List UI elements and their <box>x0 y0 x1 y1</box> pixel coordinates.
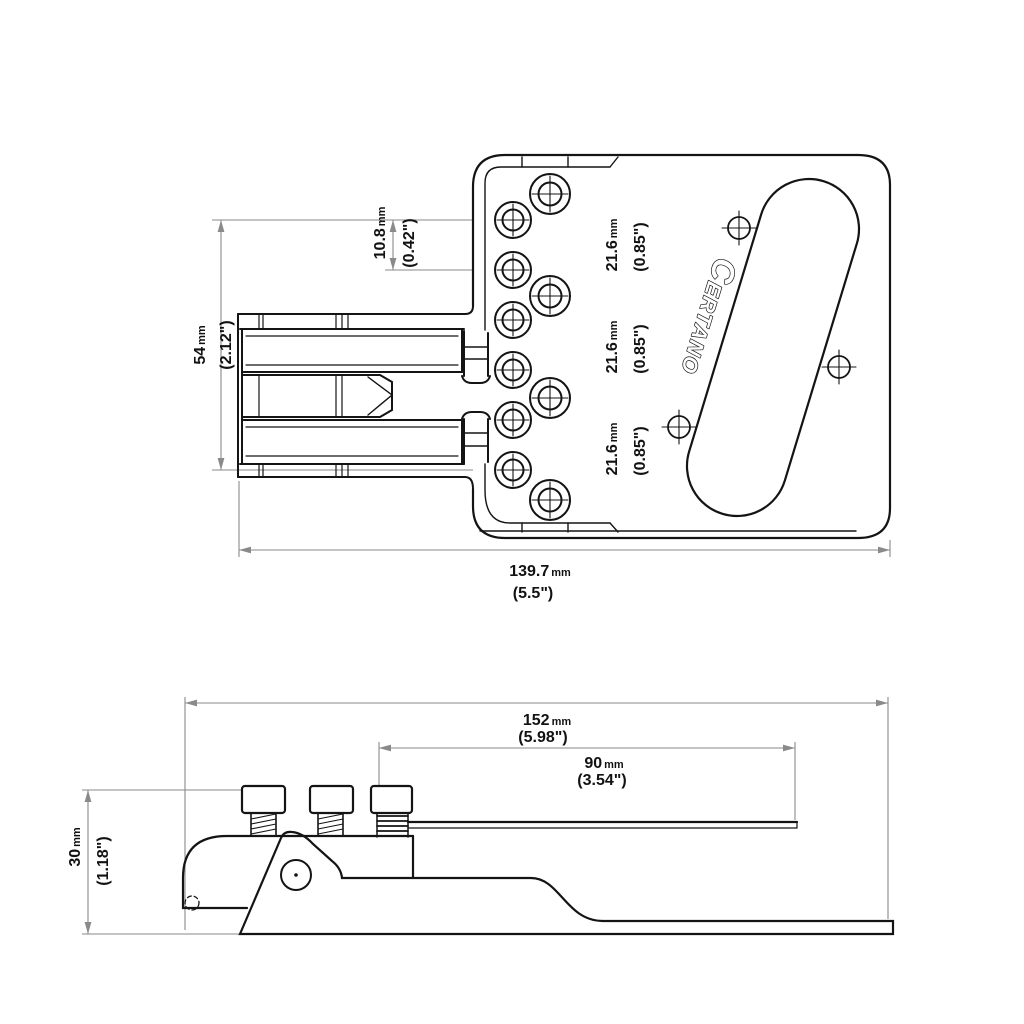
dim-value: 30 <box>67 848 84 867</box>
dim-unit: mm <box>608 218 620 239</box>
side-view-drawing <box>181 784 895 936</box>
dim-value: 152 <box>522 712 550 729</box>
pull-blade <box>406 820 799 829</box>
string-hole <box>529 377 571 419</box>
dim-label-pitch3-mm: 21.6mm <box>604 422 621 476</box>
dim-inches: (3.54") <box>577 772 627 789</box>
dim-unit: mm <box>604 759 624 771</box>
string-hole <box>529 173 571 215</box>
string-hole <box>529 275 571 317</box>
bend-ticks <box>245 313 459 478</box>
mounting-screw-holes <box>661 210 857 445</box>
dim-label-total-length-inch: (5.98") <box>518 730 567 746</box>
dim-inches: (5.5") <box>512 585 554 602</box>
lever-bracket <box>237 305 491 490</box>
dim-value: 10.8 <box>372 228 389 260</box>
hinge-knuckles <box>461 330 491 465</box>
plate-fold-lines <box>479 156 857 533</box>
string-hole <box>494 201 532 239</box>
dim-inches: (0.85") <box>632 222 649 272</box>
dim-label-hole-span-mm: 54mm <box>192 325 209 365</box>
top-view-drawing: CERTANO <box>237 153 892 540</box>
dim-label-hole-offset-inch: (0.42") <box>401 218 418 268</box>
dim-inches: (0.85") <box>632 324 649 374</box>
dim-unit: mm <box>608 422 620 443</box>
dim-inches: (2.12") <box>218 320 235 370</box>
screw-head <box>369 784 414 815</box>
dim-value: 21.6 <box>604 240 621 272</box>
dim-label-hole-offset-mm: 10.8mm <box>372 206 389 260</box>
screw-crosshair <box>721 210 757 246</box>
dim-value: 139.7 <box>509 563 550 580</box>
screw-crosshair <box>661 409 697 445</box>
dim-label-pitch3-inch: (0.85") <box>632 426 649 476</box>
dim-unit: mm <box>551 567 571 579</box>
dim-inches: (5.98") <box>518 729 568 746</box>
dim-value: 21.6 <box>604 444 621 476</box>
dim-unit: mm <box>376 206 388 227</box>
dim-label-blade-length-inch: (3.54") <box>577 773 626 789</box>
string-hole <box>494 251 532 289</box>
dim-unit: mm <box>608 320 620 341</box>
string-hole <box>494 451 532 489</box>
dim-label-total-height-mm: 30mm <box>67 827 84 867</box>
dim-unit: mm <box>71 827 83 847</box>
spring-coil <box>376 815 409 837</box>
dim-label-pitch1-inch: (0.85") <box>632 222 649 272</box>
dim-label-total-height-inch: (1.18") <box>95 836 112 886</box>
dim-label-pitch2-inch: (0.85") <box>632 324 649 374</box>
string-hole <box>529 479 571 521</box>
screw-head <box>308 784 355 815</box>
dim-value: 54 <box>192 346 209 365</box>
hidden-hole-dashed <box>184 895 200 911</box>
pivot-hole <box>280 859 312 891</box>
screw <box>240 784 287 837</box>
pickup-slot <box>685 177 861 518</box>
screw-head <box>240 784 287 815</box>
dim-inches: (0.42") <box>401 218 418 268</box>
string-holes-right-column <box>529 173 571 521</box>
string-holes-left-column <box>494 201 532 489</box>
screw <box>308 784 355 837</box>
dim-label-pitch1-mm: 21.6mm <box>604 218 621 272</box>
dim-unit: mm <box>551 716 572 728</box>
dim-inches: (0.85") <box>632 426 649 476</box>
lever-and-base-profile <box>238 830 895 936</box>
dim-label-pitch2-mm: 21.6mm <box>604 320 621 374</box>
dim-unit: mm <box>196 325 208 345</box>
screw-with-spring <box>369 784 414 838</box>
dim-label-total-width-inch: (5.5") <box>513 586 553 602</box>
clamp-body <box>181 834 415 910</box>
string-hole <box>494 301 532 339</box>
dim-inches: (1.18") <box>95 836 112 886</box>
dim-value: 90 <box>584 755 603 772</box>
dim-value: 21.6 <box>604 342 621 374</box>
string-hole <box>494 351 532 389</box>
dim-label-hole-span-inch: (2.12") <box>218 320 235 370</box>
string-hole <box>494 401 532 439</box>
adjustment-screws <box>240 784 414 838</box>
screw-crosshair <box>821 349 857 385</box>
